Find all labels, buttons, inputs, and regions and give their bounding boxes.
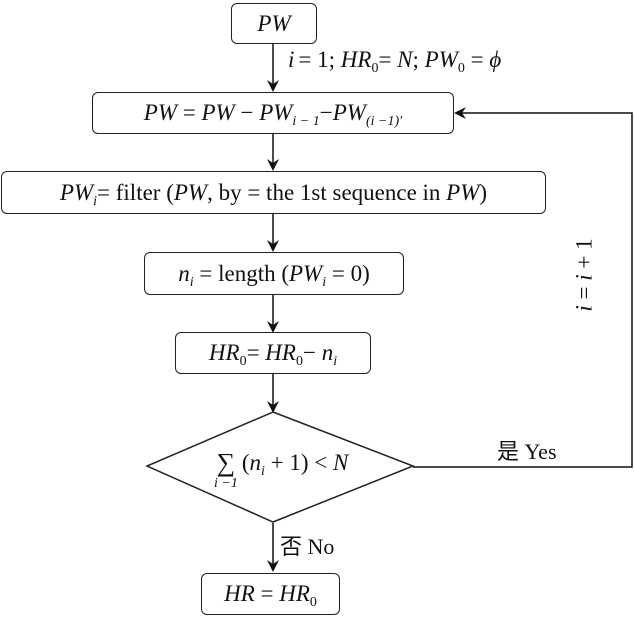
update-minus2: − [319,100,333,125]
update-minus1: − [240,100,254,125]
hr-lhs-sub: 0 [239,354,247,369]
update-t1: PW [201,100,235,125]
hr-update-node: HR0= HR0− ni [175,332,371,374]
hr-update-formula: HR0= HR0− ni [208,340,338,369]
loop-eq: = [571,280,597,306]
end-node: HR = HR0 [201,573,340,615]
start-node-text: PW [257,10,291,36]
end-rhs: HR [279,581,310,606]
init-edge-label: i= 1; HR0= N; PW0 = ϕ [288,47,502,76]
loop-rest: + 1 [571,238,597,275]
update-t2-sub: i − 1 [292,114,320,129]
length-formula: ni = length (PWi = 0) [178,260,370,290]
filter-arg2: PW [446,179,480,205]
update-t3-sub: (i −1)′ [365,114,403,129]
decision-open: ( [241,449,250,475]
sigma-lower-limit: i −1 [214,476,238,491]
init-pw: PW [424,47,458,72]
decision-diamond [145,411,416,523]
update-t3: PW [332,100,366,125]
decision-rest: + 1) < [270,449,328,475]
length-arg: PW [289,260,323,286]
init-p4: = [464,47,490,72]
loop-back-connector [413,107,633,468]
decision-n-sub: i [261,463,265,479]
hr-t2-sub: i [333,354,338,369]
init-pw-sub: 0 [457,61,465,76]
update-pw-node: PW = PW − PWi − 1−PW(i −1)′ [92,92,454,134]
init-hr-sub: 0 [371,61,379,76]
loop-i: i [571,305,597,312]
init-phi: ϕ [489,47,502,72]
hr-t1-sub: 0 [295,354,303,369]
init-p3: ; [412,47,425,72]
end-eq: = [260,581,274,606]
hr-minus: − [302,340,316,365]
end-formula: HR = HR0 [224,581,317,610]
sigma-symbol: ∑ [216,448,236,477]
filter-mid: , by = the 1st sequence in [207,179,447,205]
hr-eq: = [246,340,260,365]
init-n: N [397,47,413,72]
filter-eq: = filter ( [97,179,174,205]
filter-close: ) [479,179,488,205]
length-rest: = 0) [331,260,370,286]
update-t2: PW [259,100,293,125]
init-p2: = [378,47,398,72]
loop-i2: i [571,274,597,281]
filter-node: PWi= filter (PW, by = the 1st sequence i… [1,171,546,214]
length-arg-sub: i [322,274,327,290]
update-lhs: PW [143,100,178,125]
length-lhs: n [178,260,190,286]
no-edge-label: 否 No [280,534,335,559]
hr-t2: n [321,340,334,365]
update-eq: = [182,100,196,125]
filter-arg1: PW [173,179,208,205]
length-lhs-sub: i [189,274,194,290]
decision-n: n [249,449,262,475]
init-i: i [288,47,295,72]
start-node: PW [231,3,317,44]
init-hr: HR [340,47,372,72]
yes-edge-label: 是 Yes [497,439,557,464]
end-lhs: HR [224,581,255,606]
hr-lhs: HR [208,340,240,365]
filter-formula: PWi= filter (PW, by = the 1st sequence i… [59,179,488,209]
hr-t1: HR [265,340,296,365]
decision-N: N [333,449,349,475]
filter-lhs-sub: i [93,193,98,209]
end-rhs-sub: 0 [309,595,317,610]
decision-condition: ∑i −1(ni + 1) < N [214,444,349,491]
summation: ∑i −1 [214,450,238,491]
loop-edge-label: i = i + 1 [572,238,598,311]
init-p1: = 1; [298,47,341,72]
update-pw-formula: PW = PW − PWi − 1−PW(i −1)′ [143,100,403,129]
length-eq: = length ( [199,260,289,286]
length-node: ni = length (PWi = 0) [144,252,404,295]
filter-lhs: PW [59,179,94,205]
